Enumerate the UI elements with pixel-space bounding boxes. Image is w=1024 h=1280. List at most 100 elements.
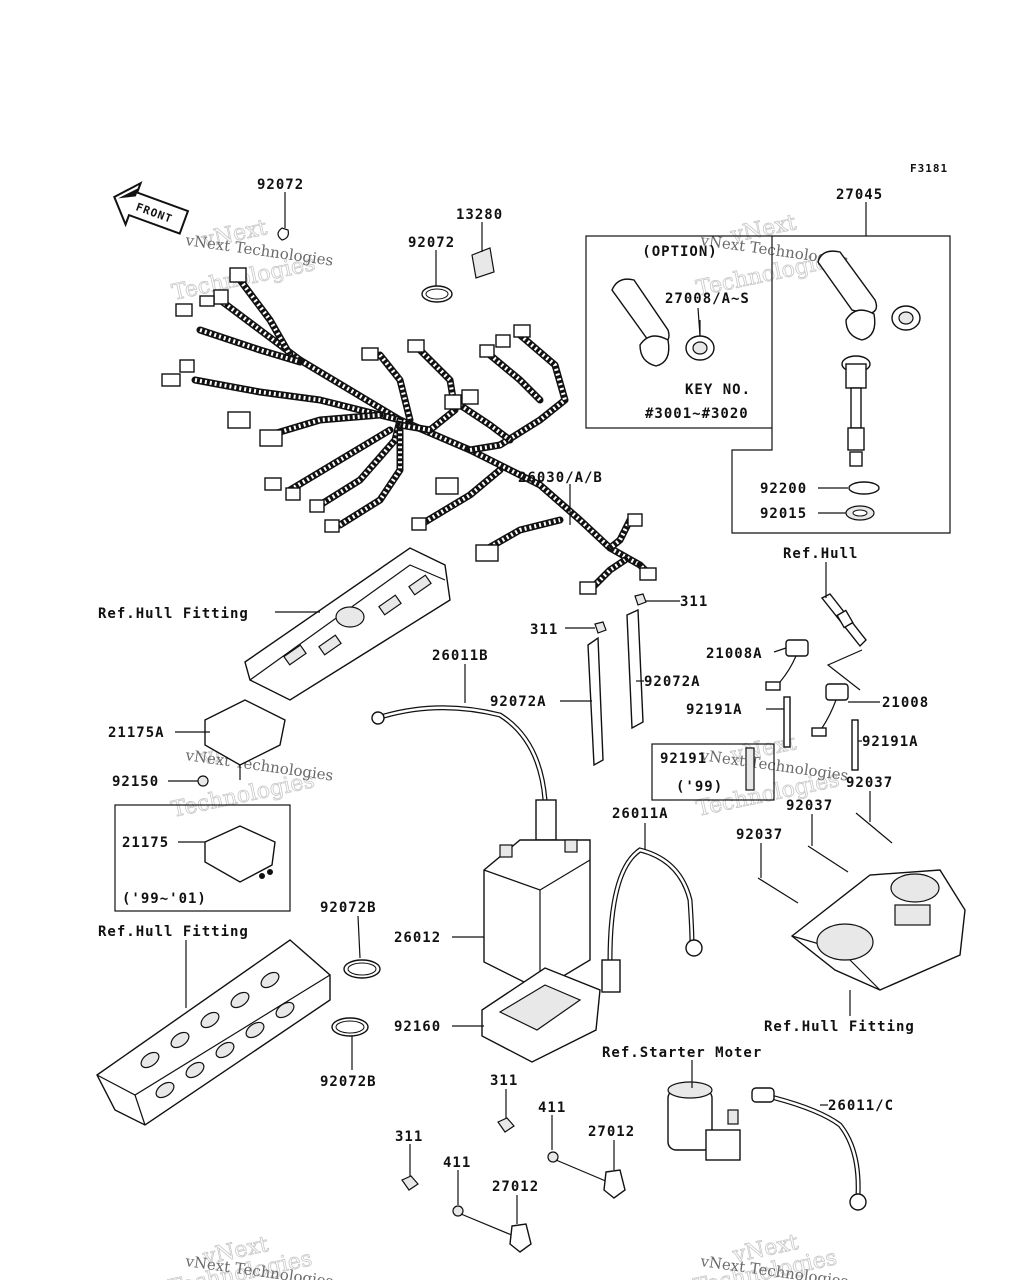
label-27012-a: 27012: [588, 1124, 635, 1140]
tie-92037-a: [855, 812, 893, 844]
label-ref-starter: Ref.Starter Moter: [602, 1045, 762, 1061]
label-92191A-right: 92191A: [862, 734, 919, 750]
label-21008: 21008: [882, 695, 929, 711]
label-411-a: 411: [538, 1100, 566, 1116]
strap-92072A-right: [626, 608, 644, 730]
harness-connector: [407, 339, 425, 353]
front-arrow-icon: FRONT: [113, 181, 190, 235]
label-92072B-bottom: 92072B: [320, 1074, 377, 1090]
hull-fitting-right: [790, 869, 966, 991]
switch-21008: [811, 683, 849, 737]
ecu-21175: [204, 825, 276, 883]
nut-311-left: [594, 621, 607, 634]
harness-connector: [639, 567, 657, 581]
key-number-range: #3001~#3020: [645, 406, 749, 422]
label-26030: 26030/A/B: [518, 470, 603, 486]
harness-connector: [361, 347, 379, 361]
terminal-27012-a: [555, 1159, 626, 1199]
harness-connector: [444, 394, 462, 410]
box-27045: [731, 235, 951, 534]
nut-311-right: [634, 593, 647, 606]
box-21175: [114, 804, 291, 912]
label-311-center: 311: [490, 1073, 518, 1089]
harness-connector: [161, 373, 181, 387]
bolt-411-b: [452, 1205, 464, 1217]
label-21175A: 21175A: [108, 725, 165, 741]
label-21008A: 21008A: [706, 646, 763, 662]
label-92037-b: 92037: [786, 798, 833, 814]
wiring-harness-26030: [161, 267, 657, 595]
harness-connector: [411, 517, 427, 531]
label-92150: 92150: [112, 774, 159, 790]
label-92072B-top: 92072B: [320, 900, 377, 916]
nut-92015: [845, 505, 875, 521]
label-92015: 92015: [760, 506, 807, 522]
harness-connector: [461, 389, 479, 405]
key-lanyard-27045: [817, 250, 921, 467]
decal-13280: [471, 247, 495, 279]
harness-connector: [229, 267, 247, 283]
label-311-right: 311: [680, 594, 708, 610]
cable-26011A: [601, 847, 703, 993]
label-27012-b: 27012: [492, 1179, 539, 1195]
harness-connector: [475, 544, 499, 562]
label-26011C: 26011/C: [828, 1098, 894, 1114]
zigzag-line: [826, 649, 863, 691]
box-92191: [651, 743, 775, 801]
label-26012: 26012: [394, 930, 441, 946]
harness-connector: [199, 295, 215, 307]
option-title: (OPTION): [642, 244, 717, 260]
clamp-92072B-bottom: [331, 1017, 369, 1037]
label-ref-hull: Ref.Hull: [783, 546, 858, 562]
label-92200: 92200: [760, 481, 807, 497]
label-311-left: 311: [530, 622, 558, 638]
starter-solenoid: [667, 1081, 741, 1161]
label-27045: 27045: [836, 187, 883, 203]
harness-connector: [175, 303, 193, 317]
harness-connector: [264, 477, 282, 491]
tie-92191A-right: [851, 719, 859, 771]
harness-connector: [285, 487, 301, 501]
label-92037-a: 92037: [846, 775, 893, 791]
part-labels: 92072 13280 92072 27045 26030/A/B 92200 …: [98, 177, 929, 1195]
harness-connector: [479, 344, 495, 358]
harness-connector: [627, 513, 643, 527]
bracket-ref-hull: [820, 593, 867, 648]
tie-92191: [745, 747, 755, 791]
label-92191: 92191: [660, 751, 707, 767]
label-92072A-right: 92072A: [644, 674, 701, 690]
label-26011B: 26011B: [432, 648, 489, 664]
battery-tray-92160: [481, 967, 601, 1063]
bolt-92150: [197, 775, 209, 787]
harness-connector: [495, 334, 511, 348]
label-26011A: 26011A: [612, 806, 669, 822]
label-311-lower: 311: [395, 1129, 423, 1145]
ecu-21175A: [204, 699, 286, 780]
hull-fitting-plate-upper: [244, 547, 451, 701]
nut-311-center: [497, 1117, 515, 1133]
key-number-label: KEY NO.: [685, 382, 751, 398]
label-21175-years: ('99~'01): [122, 891, 207, 907]
label-ref-hull-fitting-1: Ref.Hull Fitting: [98, 606, 249, 622]
harness-connector: [179, 359, 195, 373]
washer-92200: [848, 481, 880, 495]
label-92037-c: 92037: [736, 827, 783, 843]
harness-connector: [513, 324, 531, 338]
figure-code: F3181: [910, 162, 948, 175]
battery-26012: [483, 839, 591, 991]
option-part-number: 27008/A~S: [665, 291, 750, 307]
harness-connector: [259, 429, 283, 447]
clamp-92072-mid: [421, 285, 453, 303]
harness-connector: [435, 477, 459, 495]
label-92072A-left: 92072A: [490, 694, 547, 710]
label-92191-year: ('99): [676, 779, 723, 795]
tie-92191A-left: [783, 696, 791, 748]
label-21175: 21175: [122, 835, 169, 851]
label-ref-hull-fitting-2: Ref.Hull Fitting: [98, 924, 249, 940]
switch-21008A: [765, 639, 809, 691]
bolt-411-a: [547, 1151, 559, 1163]
cable-26011B: [371, 705, 557, 841]
harness-connector: [227, 411, 251, 429]
